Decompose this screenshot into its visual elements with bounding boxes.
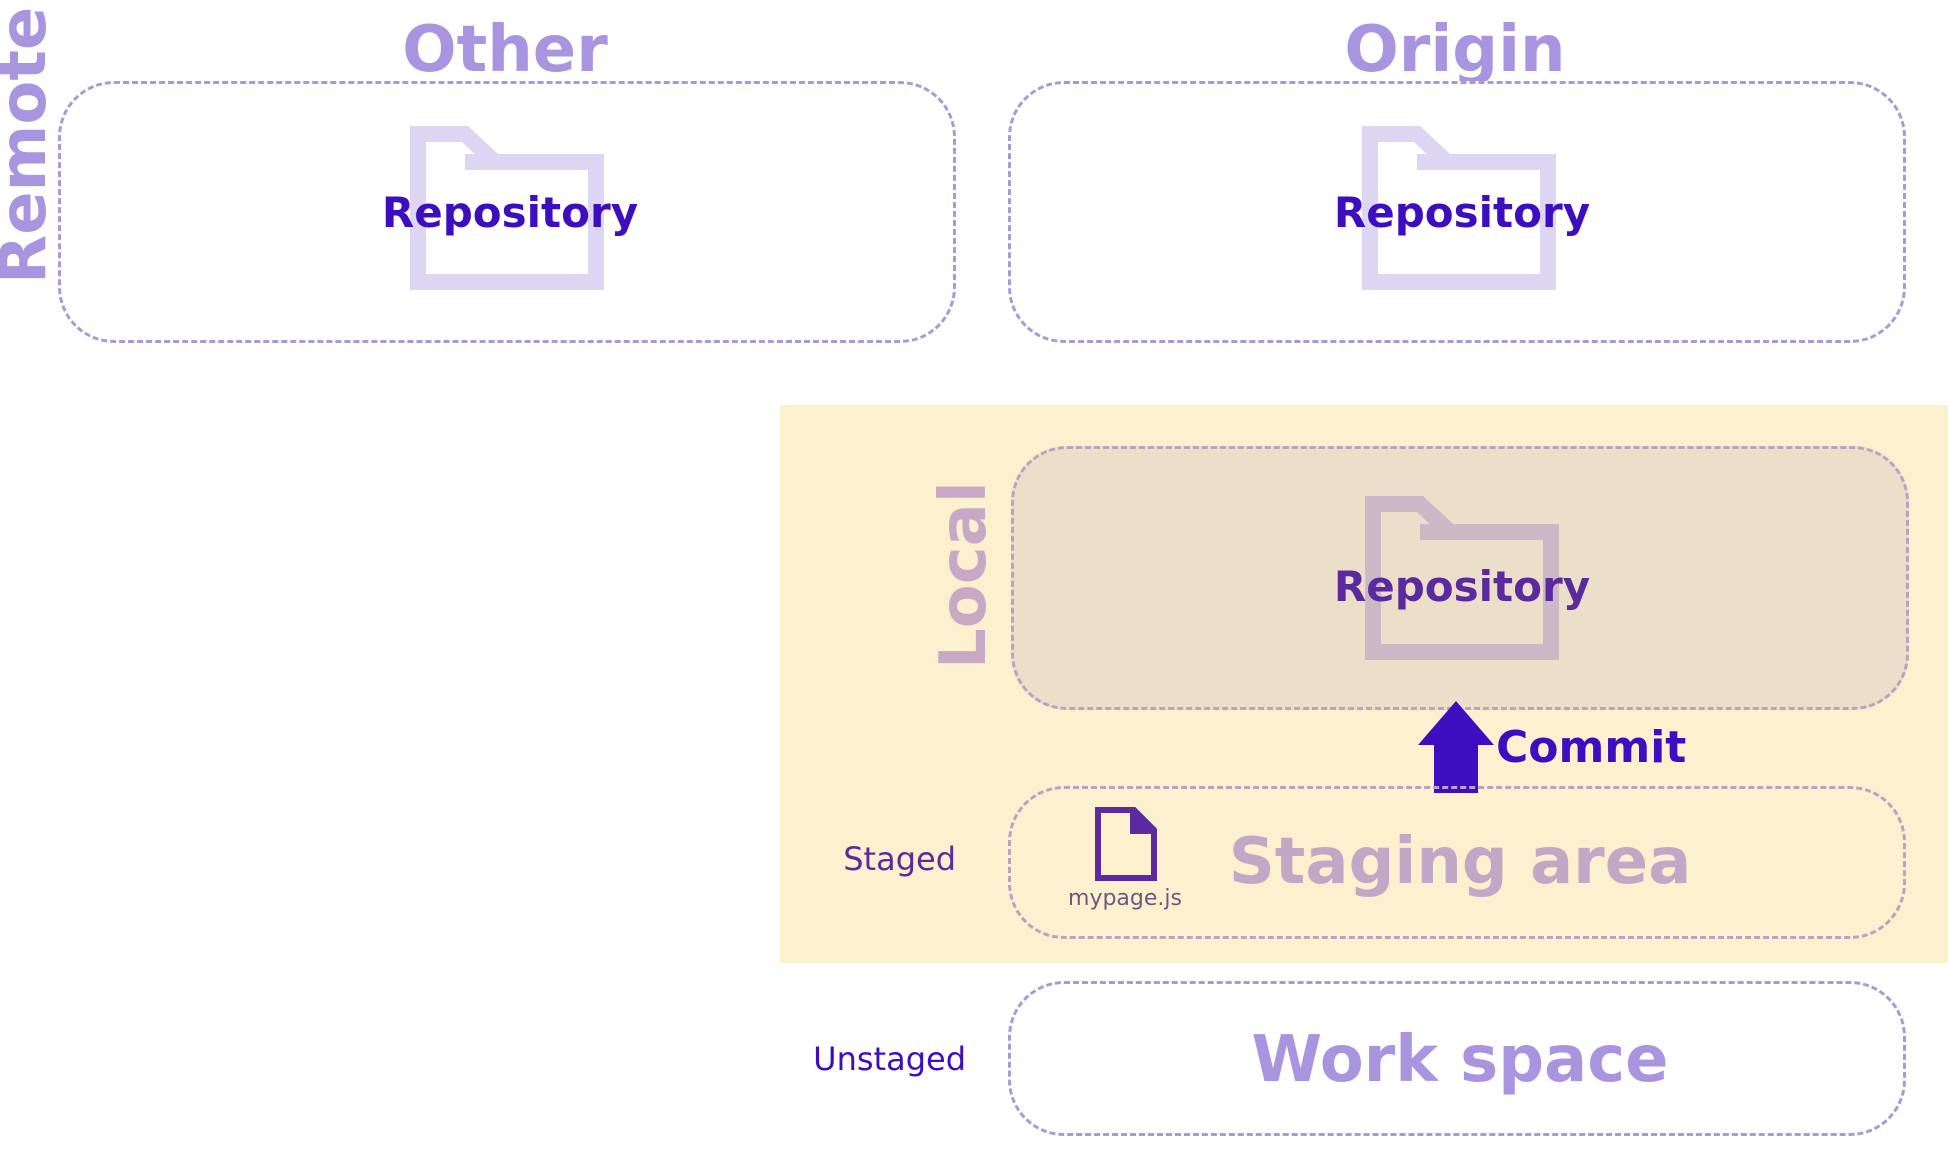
origin-title: Origin [1344, 13, 1566, 87]
origin-repository-label: Repository [1333, 188, 1591, 237]
staging-area-label: Staging area [1228, 825, 1692, 899]
other-repository-box[interactable] [58, 81, 956, 343]
other-title: Other [402, 13, 608, 87]
unstaged-label: Unstaged [813, 1040, 966, 1078]
folder-icon [1362, 126, 1556, 290]
staged-label: Staged [843, 840, 956, 878]
folder-icon [1365, 496, 1559, 660]
local-side-label: Local [927, 481, 1001, 669]
local-repository-box[interactable] [1011, 446, 1909, 710]
remote-side-label: Remote [0, 6, 61, 284]
arrow-up-icon [1418, 701, 1494, 793]
staging-area-box[interactable] [1008, 786, 1906, 939]
local-repository-label: Repository [1333, 562, 1591, 611]
commit-label: Commit [1496, 722, 1687, 773]
origin-repository-box[interactable] [1008, 81, 1906, 343]
file-name-label: mypage.js [1068, 886, 1182, 911]
file-icon[interactable] [1094, 806, 1158, 882]
other-repository-label: Repository [381, 188, 639, 237]
work-space-label: Work space [1251, 1023, 1669, 1097]
folder-icon [410, 126, 604, 290]
work-space-box[interactable] [1008, 981, 1906, 1136]
